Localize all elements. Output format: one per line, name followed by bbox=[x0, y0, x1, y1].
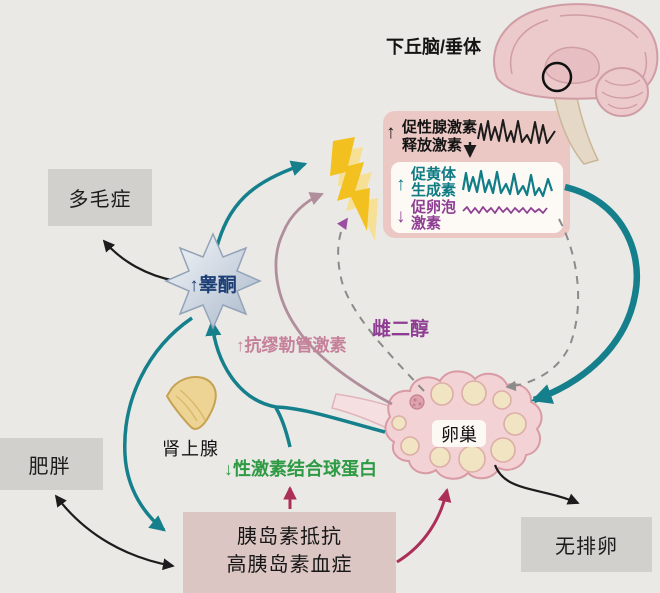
arrow-hormones-to-ovary-dashed bbox=[505, 218, 580, 392]
brain-icon bbox=[493, 3, 659, 165]
arrow-obesity-insulin-bidirectional bbox=[54, 494, 175, 571]
obesity-label: 肥胖 bbox=[28, 455, 71, 478]
obesity-box: 肥胖 bbox=[0, 438, 103, 490]
gnrh-up-arrow: ↑ bbox=[386, 122, 396, 143]
hirsutism-label: 多毛症 bbox=[68, 189, 132, 211]
ovary-cluster bbox=[409, 394, 425, 410]
gnrh-label-line1: 促性腺激素 bbox=[402, 119, 478, 136]
arrow-ovary-to-testosterone bbox=[205, 319, 386, 434]
arrow-estradiol-ovary-to-lightning bbox=[336, 217, 425, 392]
hormone-panel-inner bbox=[391, 162, 563, 233]
lh-label-line1: 促黄体 bbox=[411, 166, 457, 183]
fsh-label-line2: 激素 bbox=[411, 215, 442, 232]
arrow-insulin-to-ovary bbox=[396, 487, 452, 564]
fsh-waveform bbox=[462, 206, 548, 214]
arrow-testosterone-to-lightning bbox=[214, 160, 308, 251]
ovary-follicles bbox=[391, 380, 527, 473]
gnrh-waveform bbox=[477, 119, 556, 144]
lightning-icon bbox=[330, 137, 378, 241]
arrow-shbg-branch bbox=[274, 407, 292, 448]
adrenal-label: 肾上腺 bbox=[162, 439, 219, 459]
estradiol-label: 雌二醇 bbox=[372, 319, 430, 340]
arrow-amh-ovary-to-lightning bbox=[274, 192, 393, 406]
adrenal-icon bbox=[165, 376, 217, 430]
lh-waveform bbox=[461, 169, 554, 198]
testosterone-label: ↑睾酮 bbox=[189, 275, 237, 296]
arrow-testosterone-to-hirsutism bbox=[102, 239, 177, 283]
arrow-testosterone-to-insulin bbox=[123, 316, 193, 532]
shbg-label: ↓性激素结合球蛋白 bbox=[224, 459, 377, 479]
anovulation-box: 无排卵 bbox=[521, 517, 652, 572]
pituitary-circle bbox=[541, 61, 573, 93]
amh-label: ↑抗缪勒管激素 bbox=[236, 336, 347, 355]
hirsutism-box: 多毛症 bbox=[48, 169, 152, 226]
lh-up-arrow: ↑ bbox=[396, 174, 406, 195]
fsh-down-arrow: ↓ bbox=[396, 206, 406, 227]
arrow-lh-to-ovary bbox=[531, 183, 641, 404]
arrow-ovary-to-anovulation bbox=[493, 464, 580, 505]
insulin-resistance-label: 胰岛素抵抗 bbox=[237, 526, 342, 548]
fsh-label-line1: 促卵泡 bbox=[411, 199, 457, 216]
ovary-label: 卵巢 bbox=[432, 420, 486, 447]
lh-label-line2: 生成素 bbox=[411, 182, 457, 199]
insulin-resistance-box: 胰岛素抵抗 高胰岛素血症 bbox=[183, 512, 396, 593]
testosterone-star bbox=[164, 232, 262, 330]
hyperinsulinemia-label: 高胰岛素血症 bbox=[226, 554, 353, 576]
hypothalamus-pituitary-label: 下丘脑/垂体 bbox=[386, 37, 482, 57]
anovulation-label: 无排卵 bbox=[555, 536, 618, 558]
gnrh-label-line2: 释放激素 bbox=[402, 137, 463, 154]
